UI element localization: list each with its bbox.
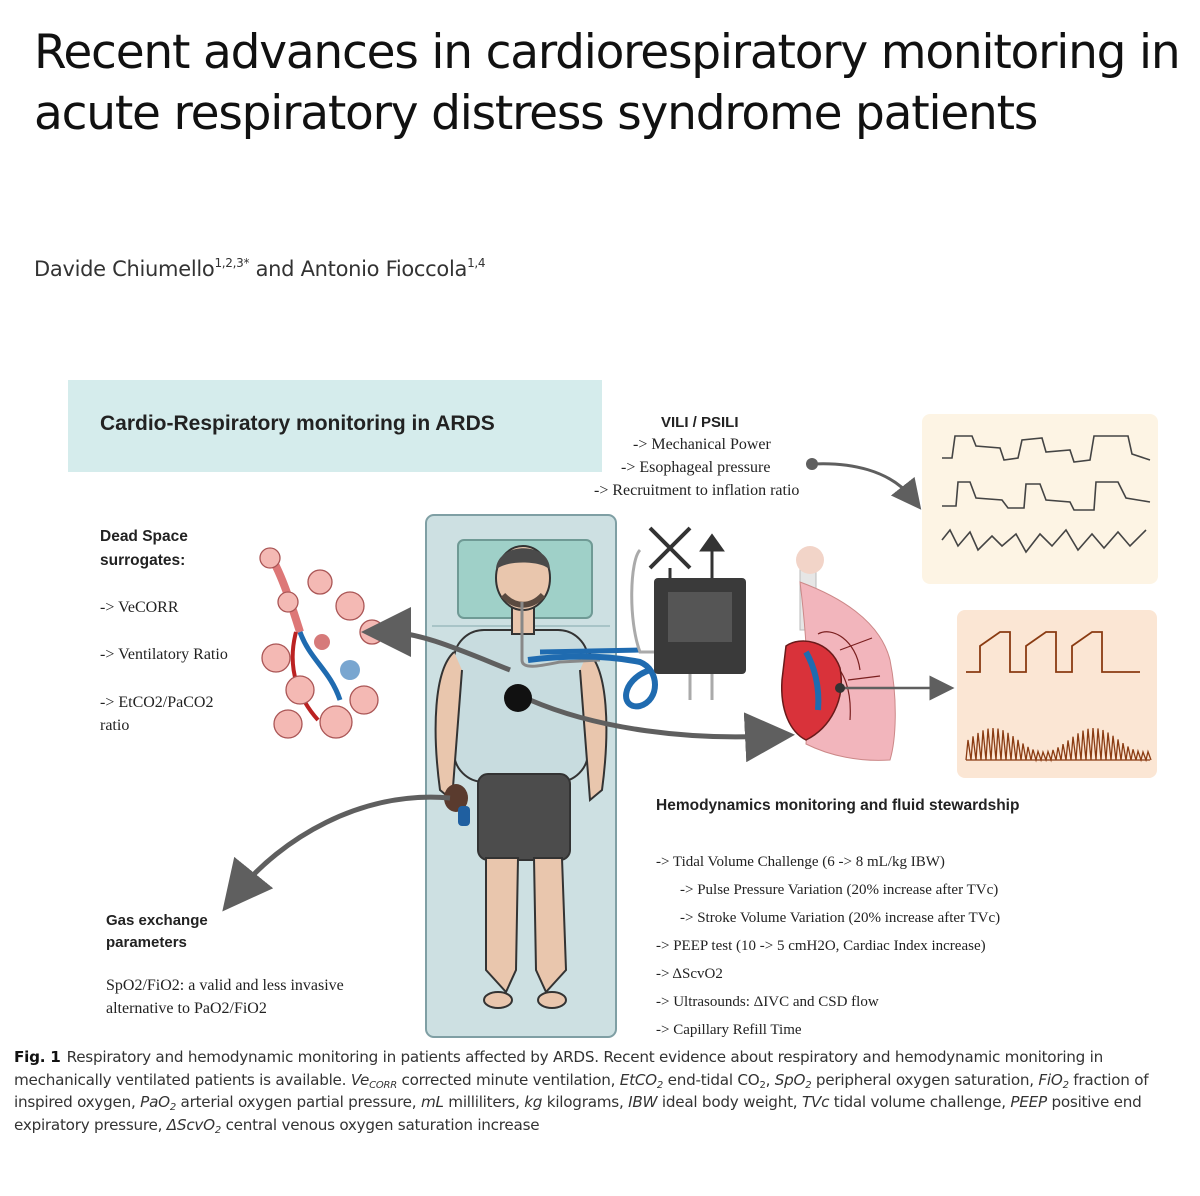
lung-alveoli-icon: [259, 547, 385, 739]
dead-space-heading: surrogates:: [100, 552, 186, 569]
figure-illustration: [222, 414, 1158, 1038]
heart-lung-icon: [781, 546, 896, 761]
gas-exchange-heading: parameters: [106, 934, 187, 951]
caption-text: Respiratory and hemodynamic monitoring i…: [14, 1048, 1103, 1089]
dead-space-item: -> VeCORR: [100, 599, 179, 616]
author-line: Davide Chiumello1,2,3* and Antonio Fiocc…: [34, 256, 486, 281]
author-joiner: and: [255, 257, 295, 281]
ventilator-icon: [648, 526, 746, 700]
dead-space-item: ratio: [100, 717, 130, 734]
dead-space-item: -> Ventilatory Ratio: [100, 646, 228, 663]
gas-exchange-body: alternative to PaO2/FiO2: [106, 1000, 267, 1017]
ventilator-waveform-panel: [922, 414, 1158, 584]
hemodynamics-item: -> Capillary Refill Time: [656, 1022, 802, 1038]
vili-item: -> Esophageal pressure: [621, 459, 771, 476]
hemodynamics-heading: Hemodynamics monitoring and fluid stewar…: [656, 797, 1020, 814]
author-name[interactable]: Antonio Fioccola: [300, 257, 468, 281]
author-affiliation: 1,2,3*: [214, 256, 250, 270]
vili-item: -> Mechanical Power: [633, 436, 771, 453]
caption-abbreviation: IBW ideal body weight: [628, 1093, 793, 1111]
caption-abbreviations: VeCORR corrected minute ventilation, EtC…: [14, 1070, 1149, 1136]
author-affiliation: 1,4: [467, 256, 486, 270]
dead-space-heading: Dead Space: [100, 528, 188, 545]
hemodynamics-item: -> Tidal Volume Challenge (6 -> 8 mL/kg …: [656, 854, 945, 870]
caption-abbreviation: mL milliliters: [420, 1093, 516, 1111]
caption-abbreviation: PaO2 arterial oxygen partial pressure: [140, 1093, 412, 1113]
author-name[interactable]: Davide Chiumello: [34, 257, 215, 281]
caption-abbreviation: kg kilograms: [524, 1093, 619, 1111]
vili-heading: VILI / PSILI: [661, 414, 739, 431]
caption-abbreviation: EtCO2 end-tidal CO2: [619, 1070, 766, 1091]
caption-abbreviation: FiO2 fraction of inspired oxygen: [14, 1070, 1149, 1112]
figure-1: Cardio-Respiratory monitoring in ARDS VI…: [0, 370, 1200, 1042]
gas-exchange-heading: Gas exchange: [106, 912, 208, 929]
hemodynamics-item: -> PEEP test (10 -> 5 cmH2O, Cardiac Ind…: [656, 938, 986, 954]
hemodynamic-waveform-panel: [957, 610, 1157, 778]
figure-banner: [68, 380, 602, 472]
caption-abbreviation: ΔScvO2 central venous oxygen saturation …: [166, 1115, 540, 1136]
hemodynamics-item: -> Pulse Pressure Variation (20% increas…: [680, 882, 999, 898]
hemodynamics-item: -> ΔScvO2: [656, 966, 723, 982]
gas-exchange-body: SpO2/FiO2: a valid and less invasive: [106, 977, 344, 994]
dead-space-item: -> EtCO2/PaCO2: [100, 694, 214, 711]
vili-item: -> Recruitment to inflation ratio: [594, 482, 800, 499]
figure-label: Fig. 1: [14, 1048, 61, 1066]
caption-abbreviation: PEEP positive end expiratory pressure: [14, 1093, 1142, 1134]
caption-abbreviation: SpO2 peripheral oxygen saturation: [774, 1070, 1030, 1091]
patient-icon: [434, 545, 608, 1009]
caption-abbreviation: VeCORR corrected minute ventilation: [350, 1070, 611, 1091]
hemodynamics-item: -> Stroke Volume Variation (20% increase…: [680, 910, 1001, 926]
caption-abbreviation: TVc tidal volume challenge: [801, 1093, 1002, 1111]
figure-banner-title: Cardio-Respiratory monitoring in ARDS: [100, 412, 495, 435]
hemodynamics-item: -> Ultrasounds: ΔIVC and CSD flow: [656, 994, 879, 1010]
paper-title: Recent advances in cardiorespiratory mon…: [34, 25, 1181, 141]
